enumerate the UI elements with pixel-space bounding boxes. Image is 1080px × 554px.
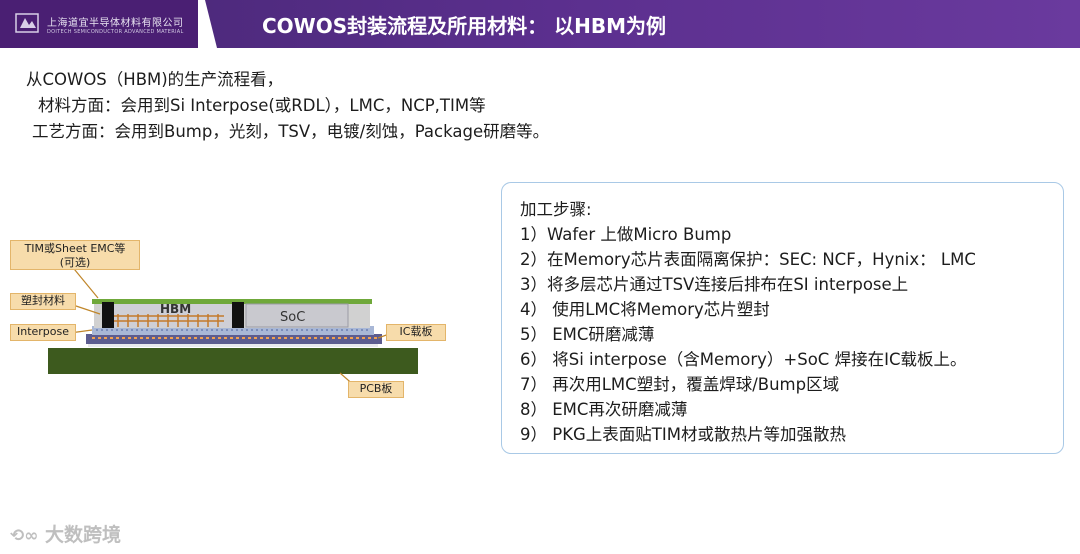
step-item: 5） EMC研磨减薄 <box>520 325 655 344</box>
callout-pcb: PCB板 <box>348 381 404 398</box>
intro-text: 从COWOS（HBM)的生产流程看， 材料方面：会用到Si Interpose(… <box>26 67 549 145</box>
intro-line: 工艺方面：会用到Bump，光刻，TSV，电镀/刻蚀，Package研磨等。 <box>32 122 550 141</box>
callout-tim-label: TIM或Sheet EMC等 <box>24 242 126 255</box>
company-name-en: DOITECH SEMICONDUCTOR ADVANCED MATERIAL <box>47 29 184 35</box>
header-title-bar <box>205 0 1080 48</box>
steps-title: 加工步骤: <box>520 200 592 219</box>
step-item: 8） EMC再次研磨减薄 <box>520 400 688 419</box>
step-item: 1）Wafer 上做Micro Bump <box>520 225 732 244</box>
intro-line: 材料方面：会用到Si Interpose(或RDL），LMC，NCP,TIM等 <box>38 96 486 115</box>
tim-layer <box>92 299 372 304</box>
callout-ic-substrate: IC载板 <box>386 324 446 341</box>
spacer-right <box>232 302 244 328</box>
watermark-text: 大数跨境 <box>45 524 122 546</box>
company-name-cn: 上海道宜半导体材料有限公司 <box>47 18 184 29</box>
page-title: COWOS封装流程及所用材料： 以HBM为例 <box>262 14 666 38</box>
callout-tim-note: (可选) <box>59 256 91 269</box>
hbm-label: HBM <box>160 302 192 316</box>
callout-molding: 塑封材料 <box>10 293 76 310</box>
header-logo-panel: 上海道宜半导体材料有限公司 DOITECH SEMICONDUCTOR ADVA… <box>0 0 198 48</box>
step-item: 9） PKG上表面贴TIM材或散热片等加强散热 <box>520 425 846 444</box>
process-steps-box: 加工步骤: 1）Wafer 上做Micro Bump 2）在Memory芯片表面… <box>501 182 1064 454</box>
step-item: 7） 再次用LMC塑封，覆盖焊球/Bump区域 <box>520 375 840 394</box>
callout-interpose: Interpose <box>10 324 76 341</box>
intro-line: 从COWOS（HBM)的生产流程看， <box>26 70 284 89</box>
watermark: ⟲∞ 大数跨境 <box>10 520 121 547</box>
step-item: 6） 将Si interpose（含Memory）+SoC 焊接在IC载板上。 <box>520 350 967 369</box>
step-item: 3）将多层芯片通过TSV连接后排布在SI interpose上 <box>520 275 909 294</box>
pcb-layer <box>48 348 418 374</box>
soc-die <box>245 303 349 328</box>
company-logo-icon <box>15 13 39 33</box>
substrate-bumps <box>88 342 378 347</box>
ic-substrate-layer <box>86 334 382 344</box>
package-cross-section <box>48 263 418 388</box>
callout-tim: TIM或Sheet EMC等 (可选) <box>10 240 140 270</box>
step-item: 4） 使用LMC将Memory芯片塑封 <box>520 300 770 319</box>
cowos-package-diagram: HBM SoC TIM或Sheet EMC等 (可选) 塑封材料 Interpo… <box>0 230 470 410</box>
spacer-left <box>102 302 114 328</box>
step-item: 2）在Memory芯片表面隔离保护：SEC: NCF，Hynix： LMC <box>520 250 976 269</box>
soc-label: SoC <box>280 310 306 325</box>
watermark-logo-icon: ⟲∞ <box>10 526 39 546</box>
